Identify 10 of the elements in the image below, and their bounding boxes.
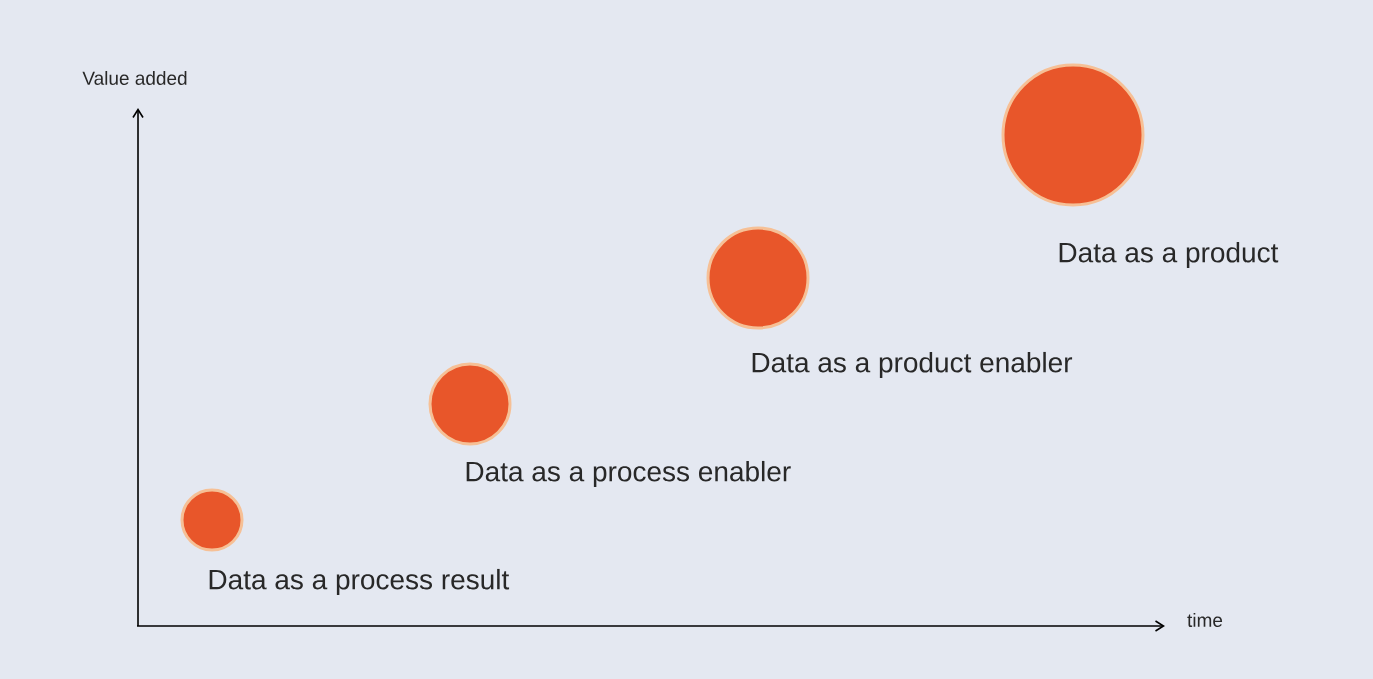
- bubble-label: Data as a product: [1059, 241, 1279, 269]
- bubble: [180, 488, 244, 552]
- bubble: [706, 226, 810, 330]
- axis-label: Value added: [82, 71, 187, 85]
- bubble-label: Data as a product enabler: [752, 351, 1073, 379]
- bubble-label: Data as a process result: [209, 568, 510, 596]
- bubble: [1001, 63, 1145, 207]
- bubble-label: Data as a process enabler: [466, 460, 791, 488]
- axis-label: time: [1187, 613, 1223, 627]
- bubble: [428, 362, 512, 446]
